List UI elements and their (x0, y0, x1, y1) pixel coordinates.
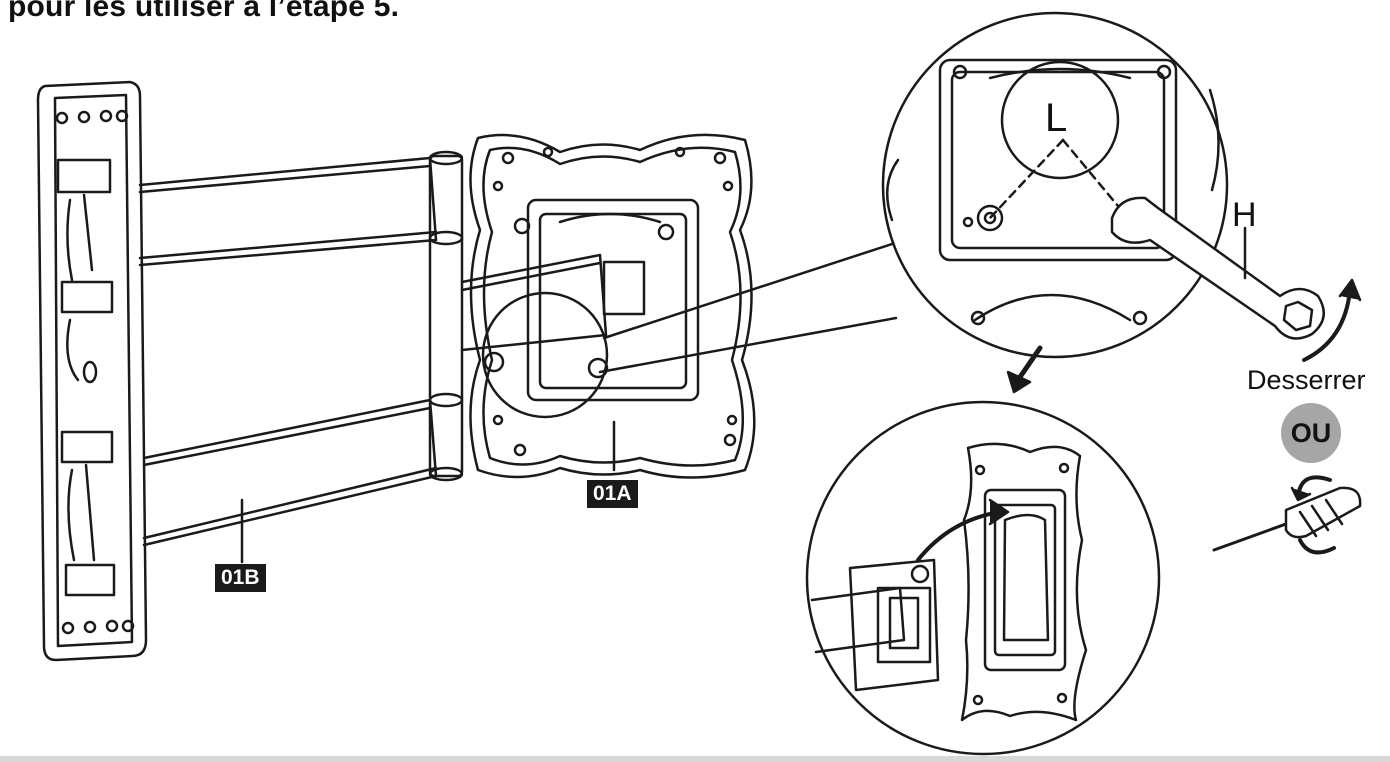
screwdriver-icon (1212, 475, 1362, 555)
detail-remove-plate (805, 400, 1161, 756)
bottom-rule (0, 756, 1390, 762)
label-screw-L: L (1045, 96, 1068, 140)
or-badge: OU (1281, 403, 1341, 463)
rotate-arrow-icon (1302, 278, 1362, 362)
label-wrench-H: H (1232, 196, 1257, 234)
label-01B: 01B (215, 564, 266, 592)
extension-arm (138, 150, 608, 547)
wall-plate (36, 80, 148, 662)
label-loosen: Desserrer (1247, 365, 1366, 395)
down-arrow-icon (1006, 345, 1043, 394)
instruction-caption: pour les utiliser à l’étape 5. (8, 0, 400, 23)
wrench-icon (1110, 196, 1325, 340)
label-01A: 01A (587, 480, 638, 508)
detail-loosen (881, 11, 1229, 359)
vesa-plate (469, 133, 898, 479)
